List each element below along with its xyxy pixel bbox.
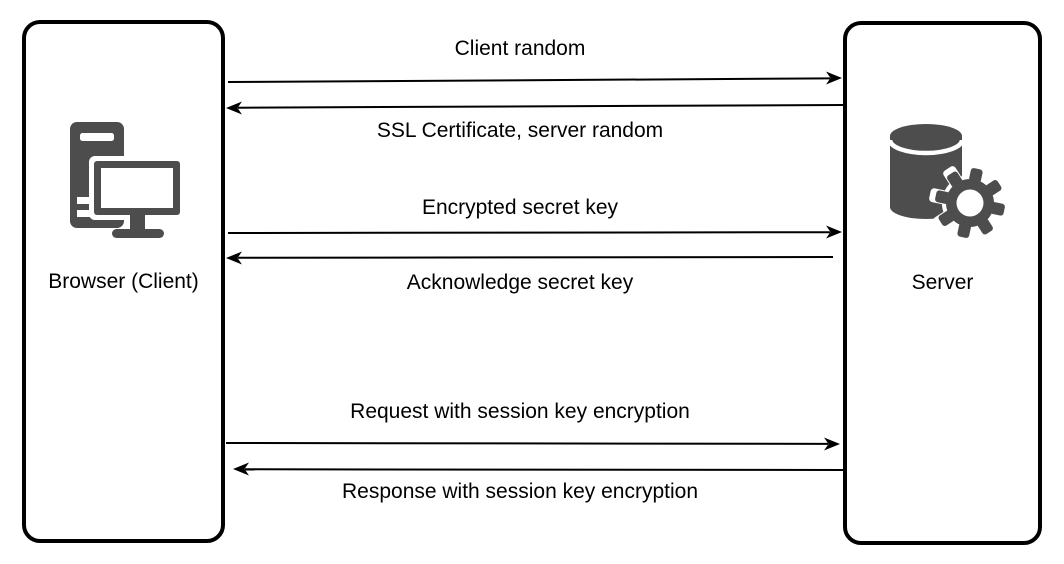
actor-label-server: Server <box>911 271 974 294</box>
message-arrow-4 <box>226 251 834 265</box>
database-gear-icon <box>887 124 1012 239</box>
actor-label-client: Browser (Client) <box>48 270 199 293</box>
message-arrow-2 <box>226 101 844 115</box>
message-label-2: SSL Certificate, server random <box>376 119 664 142</box>
message-arrow-6 <box>233 462 844 476</box>
actor-box-server: Server <box>843 21 1042 545</box>
actor-box-client: Browser (Client) <box>22 20 225 543</box>
message-label-5: Request with session key encryption <box>350 400 690 423</box>
message-label-4: Acknowledge secret key <box>406 271 634 294</box>
message-arrow-1 <box>227 71 842 85</box>
message-arrow-5 <box>225 437 840 451</box>
desktop-computer-icon <box>70 122 185 238</box>
message-label-3: Encrypted secret key <box>421 196 619 219</box>
message-label-6: Response with session key encryption <box>341 480 698 503</box>
message-arrow-3 <box>227 225 842 239</box>
message-label-1: Client random <box>454 37 586 60</box>
